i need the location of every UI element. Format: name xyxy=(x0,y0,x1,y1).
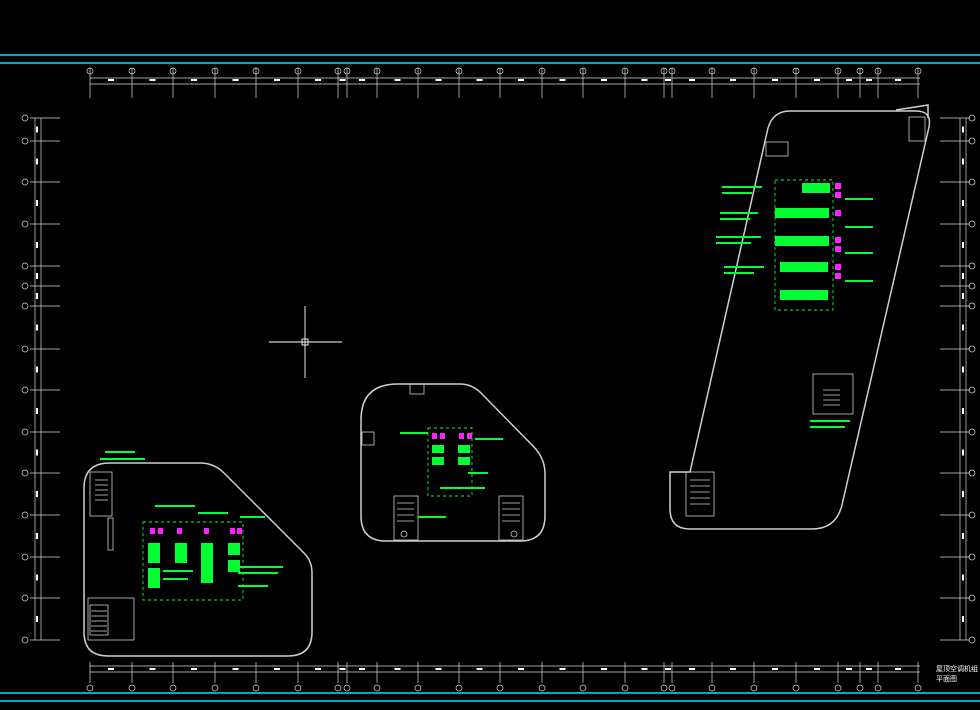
building-c-outline xyxy=(669,104,931,530)
grid-bubble xyxy=(856,67,864,75)
grid-bubble xyxy=(128,684,136,692)
grid-bubble xyxy=(792,684,800,692)
grid-bubble xyxy=(538,67,546,75)
grid-bubble xyxy=(621,67,629,75)
grid-bubble xyxy=(252,67,260,75)
grid-bubble xyxy=(128,67,136,75)
building-a-outline xyxy=(83,462,313,657)
grid-bubble xyxy=(294,684,302,692)
grid-bubble xyxy=(211,684,219,692)
grid-bubble xyxy=(414,67,422,75)
grid-bubble xyxy=(968,220,976,228)
grid-bubble xyxy=(968,428,976,436)
top-dimension-axis xyxy=(86,67,922,98)
grid-bubble xyxy=(21,302,29,310)
grid-bubble xyxy=(21,553,29,561)
grid-bubble xyxy=(21,469,29,477)
grid-bubble xyxy=(708,684,716,692)
grid-bubble xyxy=(455,67,463,75)
grid-bubble xyxy=(750,684,758,692)
grid-bubble xyxy=(86,684,94,692)
grid-bubble xyxy=(455,684,463,692)
building-a-equipment xyxy=(100,451,283,601)
grid-bubble xyxy=(914,684,922,692)
grid-bubble xyxy=(708,67,716,75)
grid-bubble xyxy=(169,67,177,75)
grid-bubble xyxy=(968,636,976,644)
crosshair-cursor-icon xyxy=(269,306,342,378)
drawing-title: 屋顶空调机组平面图 xyxy=(936,666,978,683)
grid-bubble xyxy=(21,511,29,519)
grid-bubble xyxy=(968,386,976,394)
grid-bubble xyxy=(496,684,504,692)
building-b-equipment xyxy=(400,427,503,518)
grid-bubble xyxy=(21,282,29,290)
grid-bubble xyxy=(834,684,842,692)
grid-bubble xyxy=(21,220,29,228)
grid-bubble xyxy=(660,684,668,692)
building-c-equipment xyxy=(716,179,873,428)
grid-bubble xyxy=(579,684,587,692)
building-c-details xyxy=(685,116,926,517)
grid-bubble xyxy=(211,67,219,75)
building-a-stair-bottom xyxy=(87,597,135,641)
grid-bubble xyxy=(538,684,546,692)
grid-bubble xyxy=(21,178,29,186)
grid-bubble xyxy=(668,67,676,75)
grid-bubble xyxy=(373,67,381,75)
grid-bubble xyxy=(294,67,302,75)
grid-bubble xyxy=(21,594,29,602)
grid-bubble xyxy=(834,67,842,75)
grid-bubble xyxy=(968,469,976,477)
grid-bubble xyxy=(414,684,422,692)
grid-bubble xyxy=(968,553,976,561)
grid-bubble xyxy=(334,67,342,75)
grid-bubble xyxy=(621,684,629,692)
right-dimension-axis xyxy=(940,114,976,644)
grid-bubble xyxy=(660,67,668,75)
grid-bubble xyxy=(496,67,504,75)
grid-bubble xyxy=(750,67,758,75)
grid-bubble xyxy=(579,67,587,75)
grid-bubble xyxy=(343,67,351,75)
grid-bubble xyxy=(21,636,29,644)
grid-bubble xyxy=(968,345,976,353)
grid-bubble xyxy=(968,137,976,145)
grid-bubble xyxy=(792,67,800,75)
grid-bubble xyxy=(252,684,260,692)
grid-bubble xyxy=(914,67,922,75)
grid-bubble xyxy=(968,594,976,602)
grid-bubble xyxy=(334,684,342,692)
grid-bubble xyxy=(343,684,351,692)
drawing-frame xyxy=(0,54,980,702)
grid-bubble xyxy=(21,345,29,353)
building-b-stairs xyxy=(361,383,524,541)
grid-bubble xyxy=(86,67,94,75)
grid-bubble xyxy=(968,114,976,122)
building-a-stair-top xyxy=(89,471,114,551)
grid-bubble xyxy=(968,302,976,310)
grid-bubble xyxy=(21,137,29,145)
grid-bubble xyxy=(968,282,976,290)
grid-bubble xyxy=(21,262,29,270)
grid-bubble xyxy=(21,386,29,394)
grid-bubble xyxy=(169,684,177,692)
grid-bubble xyxy=(373,684,381,692)
left-dimension-axis xyxy=(21,114,60,644)
grid-bubble xyxy=(968,511,976,519)
building-b-outline xyxy=(360,383,546,542)
grid-bubble xyxy=(21,114,29,122)
grid-bubble xyxy=(668,684,676,692)
grid-bubble xyxy=(968,178,976,186)
grid-bubble xyxy=(856,684,864,692)
bottom-dimension-axis xyxy=(86,662,922,692)
grid-bubble xyxy=(21,428,29,436)
grid-bubble xyxy=(874,67,882,75)
grid-bubble xyxy=(874,684,882,692)
grid-bubble xyxy=(968,262,976,270)
